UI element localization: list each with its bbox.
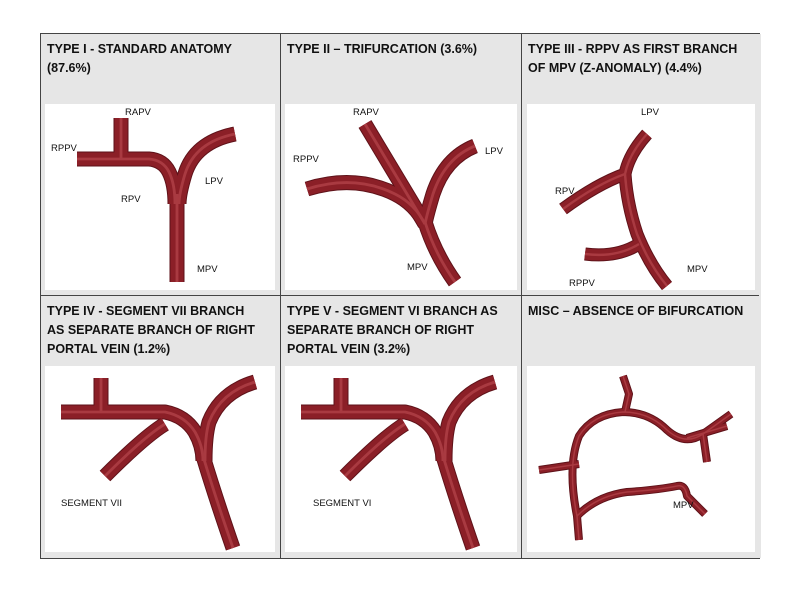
vein-highlight-path (363, 123, 427, 225)
vein-illustration: RAPV RPPV RPV LPV MPV (51, 107, 237, 282)
label-segment-vii: SEGMENT VII (61, 498, 122, 509)
label-mpv: MPV (407, 262, 428, 273)
vein-outline (304, 120, 479, 287)
label-rapv: RAPV (125, 107, 152, 118)
panel-title: TYPE V - SEGMENT VI BRANCH AS SEPARATE B… (287, 304, 498, 356)
vein-highlight-path (562, 172, 626, 210)
vein-illustration: MPV (538, 374, 734, 541)
panel-title: TYPE II – TRIFURCATION (3.6%) (287, 42, 478, 56)
vein-illustration: SEGMENT VI (301, 374, 498, 551)
vein-highlight-path (203, 380, 256, 462)
vein-diagram: RAPV RPPV RPV LPV MPV (45, 104, 275, 290)
vein-illustration: SEGMENT VII (61, 374, 258, 551)
vein-highlight-path (443, 380, 496, 462)
vein-highlight (306, 123, 476, 283)
vein-diagram: MPV (527, 366, 755, 552)
vein-highlight-path (576, 484, 706, 517)
panel-type-3: TYPE III - RPPV AS FIRST BRANCH OF MPV (… (522, 34, 761, 296)
vein-highlight-path (538, 463, 580, 471)
vein-highlight-path (103, 422, 166, 478)
lpv-branch (619, 130, 652, 176)
panel-type-2: TYPE II – TRIFURCATION (3.6%) RAPV RPPV … (281, 34, 522, 296)
vein-highlight-path (423, 221, 457, 283)
vein-highlight-path (201, 455, 235, 549)
vein-highlight (301, 378, 496, 549)
vein-highlight-path (77, 157, 177, 205)
label-mpv: MPV (687, 264, 708, 275)
label-mpv: MPV (673, 500, 694, 511)
label-lpv: LPV (641, 107, 660, 118)
vein-highlight-path (702, 433, 708, 463)
panel-type-5: TYPE V - SEGMENT VI BRANCH AS SEPARATE B… (281, 296, 522, 558)
panel-title: MISC – ABSENCE OF BIFURCATION (528, 304, 744, 318)
label-rppv: RPPV (293, 154, 320, 165)
vein-highlight (61, 378, 256, 549)
vein-diagram: RAPV RPPV LPV MPV (285, 104, 517, 290)
vein-highlight-path (576, 515, 580, 541)
label-lpv: LPV (485, 146, 504, 157)
vein-highlight-path (423, 144, 476, 225)
vein-highlight-path (622, 375, 630, 413)
vein-highlight-path (343, 422, 406, 478)
vein-highlight (77, 118, 236, 282)
panel-title: TYPE IV - SEGMENT VII BRANCH AS SEPARATE… (47, 304, 255, 356)
vein-diagram: SEGMENT VI (285, 366, 517, 552)
mpv-trunk (619, 173, 672, 290)
grid-divider (41, 295, 759, 296)
vein-illustration: LPV RPV RPPV MPV (555, 107, 708, 290)
vein-diagram: LPV RPV RPPV MPV (527, 104, 755, 290)
label-rpv: RPV (121, 194, 141, 205)
label-rpv: RPV (555, 186, 575, 197)
anatomy-grid: TYPE I - STANDARD ANATOMY (87.6%) RAPV R… (40, 33, 761, 559)
label-rppv: RPPV (569, 278, 596, 289)
vein-highlight-path (623, 173, 668, 287)
panel-title: TYPE III - RPPV AS FIRST BRANCH OF MPV (… (528, 42, 738, 75)
label-lpv: LPV (205, 176, 224, 187)
panel-title: TYPE I - STANDARD ANATOMY (87.6%) (47, 42, 232, 75)
label-mpv: MPV (197, 264, 218, 275)
panel-type-1: TYPE I - STANDARD ANATOMY (87.6%) RAPV R… (41, 34, 281, 296)
label-rppv: RPPV (51, 143, 78, 154)
vein-highlight-path (61, 410, 205, 462)
vein-highlight-path (623, 133, 648, 175)
vein-illustration: RAPV RPPV LPV MPV (293, 107, 504, 287)
vein-highlight (562, 133, 668, 287)
label-rapv: RAPV (353, 107, 380, 118)
vein-highlight-path (441, 455, 475, 549)
vein-diagram: SEGMENT VII (45, 366, 275, 552)
vein-highlight-path (686, 425, 728, 439)
panel-type-4: TYPE IV - SEGMENT VII BRANCH AS SEPARATE… (41, 296, 281, 558)
vein-highlight-path (301, 410, 445, 462)
vein-highlight-path (584, 242, 640, 257)
grid-divider (521, 34, 522, 558)
label-segment-vi: SEGMENT VI (313, 498, 371, 509)
panel-misc: MISC – ABSENCE OF BIFURCATION MPV (522, 296, 761, 558)
grid-divider (280, 34, 281, 558)
vein-highlight-path (177, 132, 236, 205)
vein-highlight (538, 375, 732, 541)
